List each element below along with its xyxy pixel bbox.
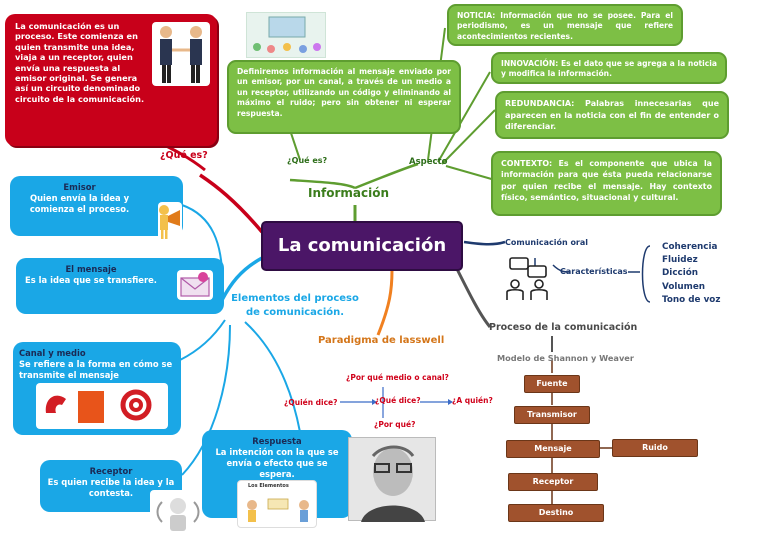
caracteristicas-label: Características [560, 267, 628, 276]
lasswell-q-whom: ¿A quién? [452, 396, 493, 405]
que-es-label: ¿Qué es? [160, 150, 208, 161]
canal-title: Canal y medio [19, 348, 86, 358]
aspect-noticia-box: NOTICIA: Información que no se posee. Pa… [447, 4, 683, 46]
emisor-box: Emisor Quien envía la idea y comienza el… [10, 176, 183, 236]
mensaje-text: Es la idea que se transfiere. [25, 275, 157, 285]
listening-person-icon [150, 490, 206, 534]
caracteristica-item: Coherencia [662, 242, 718, 252]
emisor-text: Quien envía la idea y comienza el proces… [29, 193, 130, 214]
aspect-contexto-text: Es el componente que ubica la informació… [501, 159, 712, 203]
informacion-label: Información [308, 186, 390, 200]
elementos-label: Elementos del proceso de comunicación. [231, 293, 359, 318]
flow-fuente: Fuente [524, 375, 580, 393]
aspect-redundancia-text: Palabras innecesarias que aparecen en la… [505, 99, 719, 131]
receptor-box: Receptor Es quien recibe la idea y la co… [40, 460, 182, 512]
speaking-people-icon [502, 256, 554, 302]
proceso-label: Proceso de la comunicación [489, 322, 638, 333]
lasswell-label: Paradigma de lasswell [318, 335, 445, 346]
caracteristica-item: Dicción [662, 268, 699, 279]
aspect-noticia-title: NOTICIA: [457, 11, 496, 20]
mensaje-title: El mensaje [65, 264, 117, 274]
informacion-que-es-label: ¿Qué es? [287, 156, 328, 165]
flow-transmisor: Transmisor [514, 406, 590, 424]
que-es-text: La comunicación es un proceso. Este comi… [15, 21, 145, 104]
aspect-innovacion-text: Es el dato que se agrega a la noticia y … [501, 59, 717, 79]
flow-ruido: Ruido [612, 439, 698, 457]
aspect-noticia-text: Información que no se posee. Para el per… [457, 11, 673, 41]
center-title: La comunicación [277, 235, 447, 256]
lasswell-q-who: ¿Quién dice? [284, 398, 338, 407]
receptor-title: Receptor [89, 466, 133, 476]
canal-text: Se refiere a la forma en cómo se transmi… [19, 359, 173, 380]
envelope-icon [177, 270, 213, 300]
phone-mail-image [36, 383, 168, 429]
receptor-text: Es quien recibe la idea y la contesta. [47, 477, 175, 498]
informacion-aspecto-label: Aspecto [409, 157, 448, 167]
information-image [246, 12, 326, 58]
respuesta-text: La intención con la que se envía o efect… [215, 447, 339, 479]
respuesta-title: Respuesta [252, 436, 302, 446]
lasswell-q-what: ¿Qué dice? [375, 396, 421, 405]
caracteristica-item: Fluidez [662, 255, 698, 266]
informacion-definition-box: Definiremos información al mensaje envia… [227, 60, 461, 134]
emisor-title: Emisor [63, 182, 96, 192]
lasswell-portrait [348, 437, 436, 522]
flow-receptor: Receptor [508, 473, 598, 491]
aspect-redundancia-title: REDUNDANCIA: [505, 99, 575, 108]
caracteristica-item: Tono de voz [662, 294, 721, 305]
aspect-redundancia-box: REDUNDANCIA: Palabras innecesarias que a… [495, 91, 729, 139]
flow-mensaje: Mensaje [506, 440, 600, 458]
lasswell-q-channel: ¿Por qué medio o canal? [346, 373, 449, 382]
comunicacion-oral-label: Comunicación oral [505, 238, 589, 247]
informacion-definition-text: Definiremos información al mensaje envia… [237, 67, 451, 118]
aspect-innovacion-title: INNOVACIÓN: [501, 59, 559, 68]
caracteristica-item: Volumen [662, 281, 706, 292]
caracteristicas-list: Coherencia Fluidez Dicción Volumen Tono … [662, 241, 720, 307]
aspect-contexto-title: CONTEXTO: [501, 159, 553, 168]
flow-destino: Destino [508, 504, 604, 522]
aspect-contexto-box: CONTEXTO: Es el componente que ubica la … [491, 151, 722, 216]
lasswell-q-why: ¿Por qué? [374, 420, 416, 429]
megaphone-icon [158, 202, 182, 240]
elements-illustration: Los Elementos [237, 480, 317, 528]
center-node: La comunicación [261, 221, 463, 271]
proceso-model-label: Modelo de Shannon y Weaver [497, 353, 634, 363]
elements-illustration-caption: Los Elementos [248, 483, 289, 489]
aspect-innovacion-box: INNOVACIÓN: Es el dato que se agrega a l… [491, 52, 727, 84]
handshake-image [152, 22, 210, 86]
